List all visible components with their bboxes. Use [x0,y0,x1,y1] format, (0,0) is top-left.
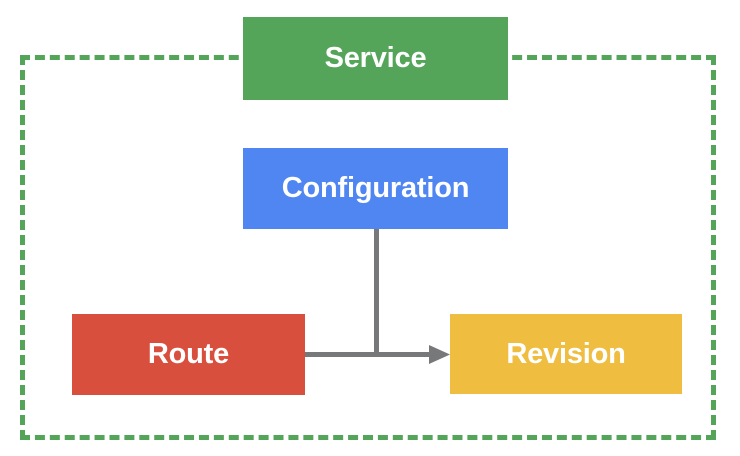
node-revision[interactable]: Revision [450,314,682,394]
arrowhead-icon [429,345,450,364]
node-route-label: Route [147,338,230,370]
node-service[interactable]: Service [243,17,508,100]
node-configuration[interactable]: Configuration [243,148,508,229]
node-revision-label: Revision [506,337,626,370]
node-route[interactable]: Route [72,314,305,395]
node-service-label: Service [324,42,427,74]
node-configuration-label: Configuration [281,172,470,204]
